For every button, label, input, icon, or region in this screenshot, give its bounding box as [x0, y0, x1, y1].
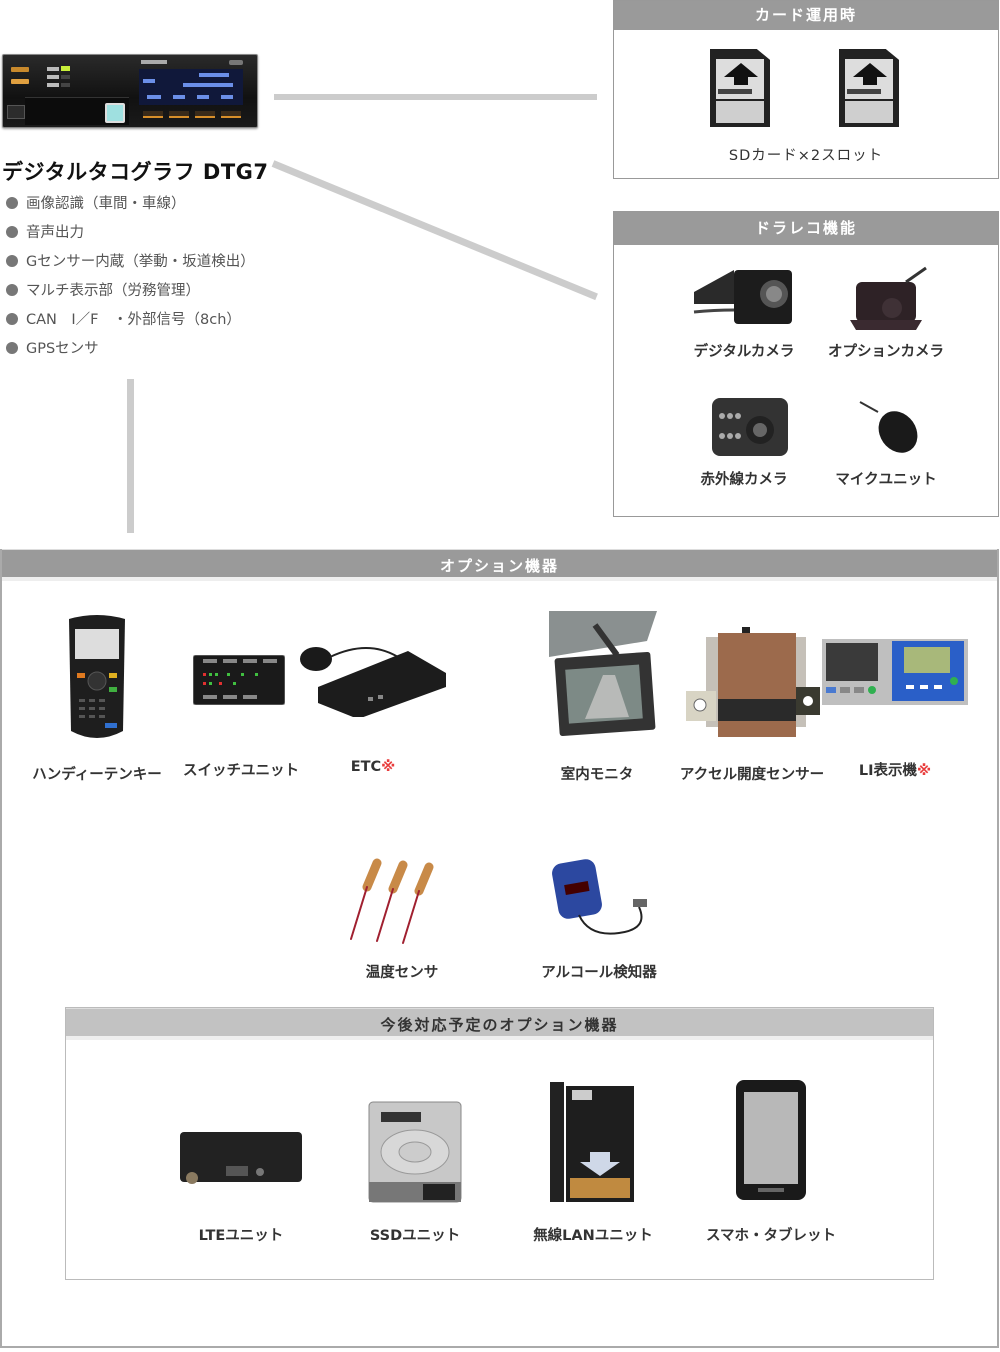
product-lte-unit: LTEユニット — [166, 1088, 316, 1245]
note-mark: ※ — [381, 759, 396, 775]
eject-button — [7, 105, 25, 119]
bullet-icon — [6, 284, 18, 296]
accelerator-sensor-icon — [686, 627, 820, 737]
switch-panel-icon — [193, 655, 285, 705]
product-ssd-unit: SSDユニット — [340, 1088, 490, 1245]
product-temperature-sensor: 温度センサ — [332, 857, 472, 982]
function-key — [195, 111, 215, 118]
li-display-caption: LI表示機※ — [858, 763, 932, 779]
lte-unit-icon — [180, 1132, 302, 1184]
camera-icon — [850, 266, 927, 330]
wireless-lan-icon — [550, 1082, 634, 1202]
camera-icon — [693, 270, 792, 324]
section-header: カード運用時 — [614, 1, 998, 30]
device-label — [47, 75, 59, 79]
product-accel-sensor: アクセル開度センサー — [672, 611, 832, 784]
card-section: カード運用時 SDカード×2スロット — [613, 0, 999, 179]
product-handy-tenkey: ハンディーテンキー — [22, 611, 172, 784]
connector-line-card — [274, 94, 597, 100]
sd-card-icon — [839, 49, 899, 127]
feature-item: マルチ表示部（労務管理） — [6, 281, 255, 310]
feature-list: 画像認識（車間・車線） 音声出力 Gセンサー内蔵（挙動・坂道検出） マルチ表示部… — [6, 194, 255, 368]
device-label — [47, 83, 59, 87]
section-header: ドラレコ機能 — [614, 212, 998, 245]
status-led-icon — [61, 75, 70, 79]
product-li-display: LI表示機※ — [820, 611, 970, 780]
dtg7-device-image — [2, 54, 258, 128]
product-etc: ETC※ — [298, 611, 448, 775]
bullet-icon — [6, 342, 18, 354]
note-mark: ※ — [917, 763, 932, 779]
product-wireless-lan-unit: 無線LANユニット — [518, 1082, 668, 1245]
feature-item: CAN I／F ・外部信号（8ch） — [6, 310, 255, 339]
microphone-icon — [859, 401, 918, 453]
tablet-icon — [736, 1080, 806, 1200]
bullet-icon — [6, 226, 18, 238]
alcohol-detector-icon — [552, 859, 647, 935]
status-led-icon — [61, 66, 70, 71]
ssd-drive-icon — [368, 1101, 462, 1203]
bullet-icon — [6, 197, 18, 209]
function-key — [143, 111, 163, 118]
status-led-icon — [61, 83, 70, 87]
section-header: 今後対応予定のオプション機器 — [66, 1008, 933, 1040]
sd-card-caption: SDカード×2スロット — [728, 148, 884, 164]
feature-item: 音声出力 — [6, 223, 255, 252]
feature-item: 画像認識（車間・車線） — [6, 194, 255, 223]
bullet-icon — [6, 313, 18, 325]
future-options-section: 今後対応予定のオプション機器 LTEユニット — [65, 1007, 934, 1280]
temperature-probe-icon — [350, 858, 434, 944]
camera-icon — [712, 398, 788, 456]
etc-unit-icon — [300, 647, 446, 717]
product-mic-unit: マイクユニット — [816, 392, 956, 489]
function-key — [169, 111, 189, 118]
device-display — [139, 69, 243, 105]
device-title: デジタルタコグラフ DTG7 — [2, 160, 269, 184]
li-display-icon — [822, 639, 968, 705]
product-option-camera: オプションカメラ — [816, 264, 956, 361]
bullet-icon — [6, 255, 18, 267]
handheld-keypad-icon — [69, 615, 125, 738]
feature-item: Gセンサー内蔵（挙動・坂道検出） — [6, 252, 255, 281]
device-button — [11, 67, 29, 72]
device-button — [11, 79, 29, 84]
drarec-section: ドラレコ機能 デジタルカメラ オプションカメラ 赤外線カメラ — [613, 211, 999, 517]
monitor-icon — [549, 611, 657, 737]
qr-code-icon — [105, 103, 125, 123]
function-key — [221, 111, 241, 118]
product-switch-unit: スイッチユニット — [176, 611, 306, 780]
feature-item: GPSセンサ — [6, 339, 255, 368]
brand-logo — [141, 60, 167, 64]
power-icon — [229, 60, 243, 65]
connector-line-options — [127, 379, 134, 533]
options-section: オプション機器 ハンディーテンキー スイッチユニット — [0, 549, 999, 1348]
product-cabin-monitor: 室内モニタ — [522, 611, 672, 784]
product-alcohol-detector: アルコール検知器 — [524, 857, 674, 982]
etc-caption: ETC※ — [350, 759, 396, 775]
section-header: オプション機器 — [2, 549, 997, 581]
product-digital-camera: デジタルカメラ — [674, 264, 814, 361]
product-infrared-camera: 赤外線カメラ — [674, 392, 814, 489]
sd-card-icon — [710, 49, 770, 127]
device-label — [47, 67, 59, 71]
product-smartphone-tablet: スマホ・タブレット — [696, 1080, 846, 1245]
connector-line-drarec — [271, 160, 598, 301]
